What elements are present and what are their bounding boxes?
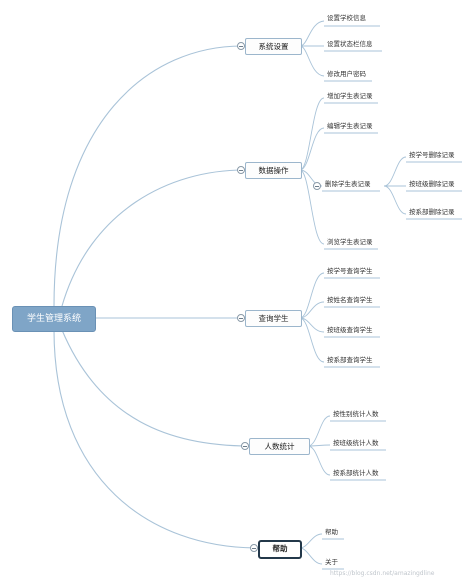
- link-query-leaf-2: [299, 301, 325, 319]
- collapse-toggle-icon[interactable]: [237, 42, 245, 50]
- link-stats-leaf-3: [307, 445, 331, 476]
- collapse-toggle-icon[interactable]: [250, 544, 258, 552]
- link-data-leaf-2: [299, 127, 325, 171]
- leaf-set-school-info[interactable]: 设置学校信息: [327, 14, 366, 22]
- branch-system-settings[interactable]: 系统设置: [245, 38, 302, 55]
- link-system-leaf-1: [299, 20, 325, 47]
- collapse-toggle-icon[interactable]: [237, 166, 245, 174]
- branch-help[interactable]: 帮助: [258, 540, 302, 559]
- leaf-count-by-gender[interactable]: 按性别统计人数: [333, 410, 379, 418]
- leaf-delete-by-student-id[interactable]: 按学号删除记录: [409, 151, 455, 159]
- leaf-query-by-class[interactable]: 按班级查询学生: [327, 326, 373, 334]
- link-system-leaf-3: [299, 45, 325, 77]
- leaf-delete-by-class[interactable]: 按班级删除记录: [409, 180, 455, 188]
- leaf-delete-by-department[interactable]: 按系部删除记录: [409, 208, 455, 216]
- link-root-to-help: [53, 329, 259, 549]
- leaf-query-by-id[interactable]: 按学号查询学生: [327, 267, 373, 275]
- watermark: https://blog.csdn.net/amazingdline: [330, 570, 435, 577]
- link-delete-sub-1: [383, 156, 407, 187]
- link-query-leaf-1: [299, 272, 325, 319]
- link-data-leaf-1: [299, 97, 325, 171]
- leaf-set-status-bar-info[interactable]: 设置状态栏信息: [327, 40, 373, 48]
- collapse-toggle-icon[interactable]: [241, 442, 249, 450]
- leaf-underlines: [322, 25, 462, 570]
- leaf-change-password[interactable]: 修改用户密码: [327, 70, 366, 78]
- link-delete-sub-3: [383, 185, 407, 215]
- link-root-to-statistics: [61, 329, 251, 447]
- link-data-leaf-4: [299, 169, 325, 245]
- link-root-to-data-operations: [61, 169, 245, 307]
- leaf-count-by-class[interactable]: 按班级统计人数: [333, 439, 379, 447]
- branch-data-operations[interactable]: 数据操作: [245, 162, 302, 179]
- leaf-browse-record[interactable]: 浏览学生表记录: [327, 238, 373, 246]
- link-help-leaf-2: [299, 547, 323, 565]
- leaf-about[interactable]: 关于: [325, 558, 338, 566]
- leaf-help[interactable]: 帮助: [325, 528, 338, 536]
- branch-statistics[interactable]: 人数统计: [249, 438, 310, 455]
- leaf-add-record[interactable]: 增加学生表记录: [327, 92, 373, 100]
- leaf-query-by-name[interactable]: 按姓名查询学生: [327, 296, 373, 304]
- collapse-toggle-icon[interactable]: [313, 182, 321, 190]
- link-root-to-system-settings: [53, 45, 245, 307]
- leaf-count-by-department[interactable]: 按系部统计人数: [333, 469, 379, 477]
- link-stats-leaf-1: [307, 415, 331, 447]
- collapse-toggle-icon[interactable]: [237, 314, 245, 322]
- branch-query-students[interactable]: 查询学生: [245, 310, 302, 327]
- root-node[interactable]: 学生管理系统: [12, 306, 96, 332]
- link-query-leaf-4: [299, 317, 325, 363]
- leaf-delete-record[interactable]: 删除学生表记录: [325, 180, 371, 188]
- leaf-query-by-department[interactable]: 按系部查询学生: [327, 356, 373, 364]
- leaf-edit-record[interactable]: 编辑学生表记录: [327, 122, 373, 130]
- link-stats-leaf-2: [307, 444, 331, 447]
- link-help-leaf-1: [299, 533, 323, 549]
